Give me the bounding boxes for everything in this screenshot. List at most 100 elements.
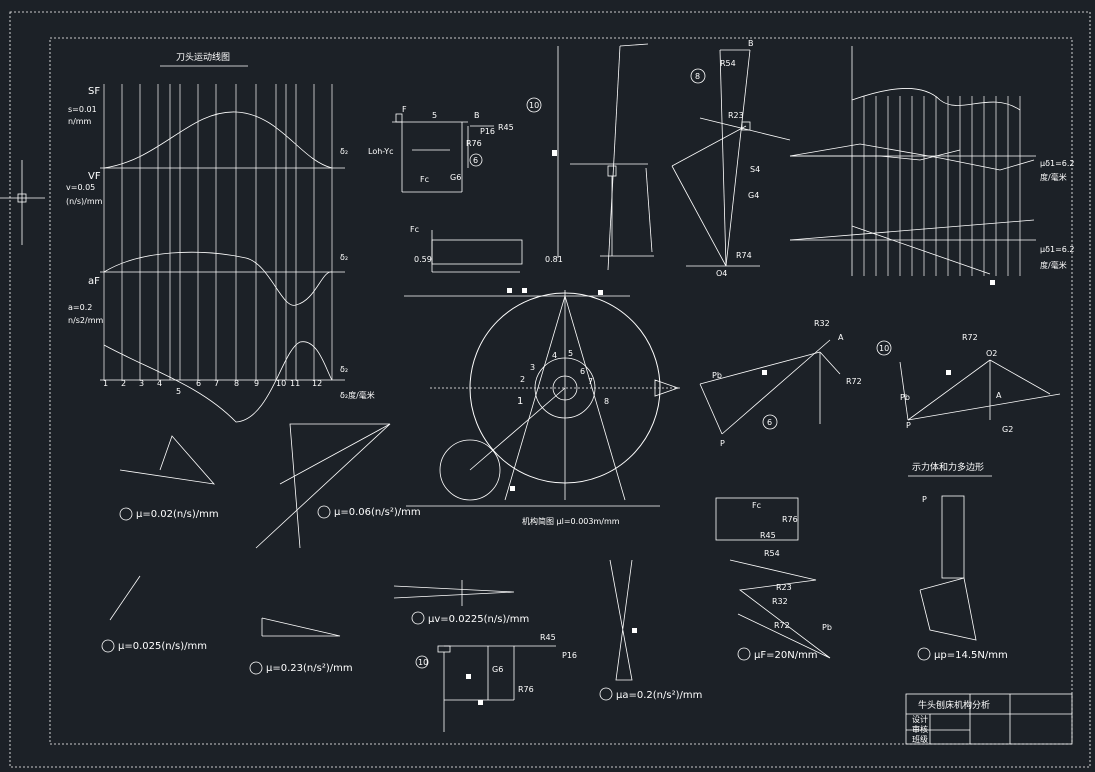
svg-text:R72: R72 bbox=[774, 621, 790, 630]
outer-frame bbox=[9, 11, 1091, 768]
svg-text:P16: P16 bbox=[480, 127, 495, 136]
svg-text:R54: R54 bbox=[720, 59, 736, 68]
tick-9: 9 bbox=[254, 379, 259, 388]
unit-a: a=0.2 bbox=[68, 303, 92, 312]
svg-text:1: 1 bbox=[517, 396, 523, 407]
title-block: 牛头刨床机构分析 设计 审核 班级 bbox=[905, 693, 1073, 745]
svg-text:P: P bbox=[720, 439, 725, 448]
svg-text:R32: R32 bbox=[772, 597, 788, 606]
svg-text:R45: R45 bbox=[498, 123, 514, 132]
svg-text:O2: O2 bbox=[986, 349, 997, 358]
svg-text:2: 2 bbox=[520, 375, 525, 384]
axis-unit-s: δ₂度/毫米 bbox=[340, 390, 375, 400]
svg-text:R72: R72 bbox=[846, 377, 862, 386]
motion-title: 刀头运动线图 bbox=[176, 51, 230, 63]
svg-text:Fc: Fc bbox=[752, 501, 761, 510]
svg-text:5: 5 bbox=[432, 111, 437, 120]
svg-text:Pb: Pb bbox=[822, 623, 832, 632]
label-circle-6 bbox=[469, 153, 483, 167]
svg-text:7: 7 bbox=[588, 377, 593, 386]
force-polygon-right: Fc R76 R45 R54 R23 R32 R72 Pb μF=20N/mm … bbox=[715, 495, 1008, 661]
scale-v1: μ=0.02(n/s)/mm bbox=[136, 509, 219, 520]
svg-text:R23: R23 bbox=[728, 111, 744, 120]
force-title: 示力体和力多边形 bbox=[912, 461, 984, 473]
svg-text:0.59: 0.59 bbox=[414, 255, 432, 264]
svg-text:R72: R72 bbox=[962, 333, 978, 342]
mu-label-2: μδ1=6.2 bbox=[1040, 245, 1075, 254]
svg-text:R74: R74 bbox=[736, 251, 752, 260]
svg-text:A: A bbox=[996, 391, 1002, 400]
svg-text:6: 6 bbox=[767, 418, 772, 427]
tick-8: 8 bbox=[234, 379, 239, 388]
svg-text:6: 6 bbox=[473, 156, 478, 165]
scale-a-note: μa=0.2(n/s²)/mm bbox=[616, 690, 702, 701]
svg-text:R23: R23 bbox=[776, 583, 792, 592]
mu-label-1: μδ1=6.2 bbox=[1040, 159, 1075, 168]
left-crosshair-box bbox=[17, 193, 27, 203]
linkage-mechanism: 10 bbox=[526, 43, 654, 271]
unit-a2: n/s2/mm bbox=[68, 316, 104, 325]
tick-3: 3 bbox=[139, 379, 144, 388]
force-diagram-6: Pb P A R32 R72 6 bbox=[699, 319, 862, 448]
unit-s2: n/mm bbox=[68, 117, 92, 126]
svg-text:R32: R32 bbox=[814, 319, 830, 328]
svg-text:10: 10 bbox=[418, 658, 428, 667]
svg-text:Loh-Yc: Loh-Yc bbox=[368, 147, 394, 156]
scale-f2-note: μp=14.5N/mm bbox=[934, 650, 1008, 661]
tick-6: 6 bbox=[196, 379, 201, 388]
scale-v2: μ=0.025(n/s)/mm bbox=[118, 641, 207, 652]
svg-text:6: 6 bbox=[580, 367, 585, 376]
mid-bottom-diagrams: μv=0.0225(n/s)/mm R45 P16 G6 R76 10 μa=0… bbox=[393, 559, 702, 732]
label-circle-10-a bbox=[526, 97, 542, 113]
mech-scale: 机构简图 μl=0.003m/mm bbox=[522, 516, 620, 526]
axis-s: SF bbox=[88, 86, 100, 97]
svg-text:班级: 班级 bbox=[912, 734, 928, 744]
a-curve bbox=[103, 341, 333, 423]
svg-text:G6: G6 bbox=[492, 665, 503, 674]
markers bbox=[466, 150, 995, 705]
torque-chart: μδ1=6.2 度/毫米 μδ1=6.2 度/毫米 bbox=[789, 46, 1075, 276]
svg-text:O4: O4 bbox=[716, 269, 727, 278]
delta-label-3: δ₂ bbox=[340, 365, 348, 374]
mu-unit-2: 度/毫米 bbox=[1040, 260, 1067, 270]
rocker-diagram: B R54 R23 S4 G4 R74 O4 8 bbox=[671, 39, 791, 278]
unit-v2: (n/s)/mm bbox=[66, 197, 103, 206]
svg-text:0.81: 0.81 bbox=[545, 255, 563, 264]
svg-text:审核: 审核 bbox=[912, 724, 928, 734]
svg-text:R54: R54 bbox=[764, 549, 780, 558]
tick-11: 11 bbox=[290, 379, 300, 388]
axis-v: VF bbox=[88, 171, 101, 182]
svg-text:Pb: Pb bbox=[900, 393, 910, 402]
scale-v-note: μv=0.0225(n/s)/mm bbox=[428, 614, 529, 625]
fc-diagram: Fc 0.59 0.81 bbox=[410, 225, 563, 273]
unit-v: v=0.05 bbox=[66, 183, 95, 192]
svg-text:P16: P16 bbox=[562, 651, 577, 660]
mu-unit-1: 度/毫米 bbox=[1040, 172, 1067, 182]
tick-2: 2 bbox=[121, 379, 126, 388]
svg-text:R45: R45 bbox=[760, 531, 776, 540]
svg-text:Pb: Pb bbox=[712, 371, 722, 380]
tick-5: 5 bbox=[176, 387, 181, 396]
svg-text:S4: S4 bbox=[750, 165, 760, 174]
svg-text:R76: R76 bbox=[518, 685, 534, 694]
svg-text:F: F bbox=[402, 105, 407, 114]
slider-diagram: F 5 B Loh-Yc Fc G6 R76 R45 P16 6 bbox=[368, 105, 514, 193]
svg-text:G6: G6 bbox=[450, 173, 461, 182]
svg-text:3: 3 bbox=[530, 363, 535, 372]
svg-text:设计: 设计 bbox=[912, 714, 928, 724]
force-diagram-10: Pb P O2 R72 G2 A 10 bbox=[876, 333, 1061, 434]
delta-label-1: δ₂ bbox=[340, 147, 348, 156]
unit-s: s=0.01 bbox=[68, 105, 97, 114]
svg-text:P: P bbox=[906, 421, 911, 430]
tick-12: 12 bbox=[312, 379, 322, 388]
svg-text:5: 5 bbox=[568, 349, 573, 358]
svg-text:Fc: Fc bbox=[420, 175, 429, 184]
svg-text:10: 10 bbox=[529, 101, 539, 110]
tick-4: 4 bbox=[157, 379, 162, 388]
crank-circle: 1 2 3 4 5 6 7 8 机构简图 μl=0.003m/mm bbox=[404, 290, 680, 526]
motion-grid bbox=[100, 84, 345, 381]
svg-text:P: P bbox=[922, 495, 927, 504]
scale-a1: μ=0.06(n/s²)/mm bbox=[334, 507, 421, 518]
svg-text:A: A bbox=[838, 333, 844, 342]
